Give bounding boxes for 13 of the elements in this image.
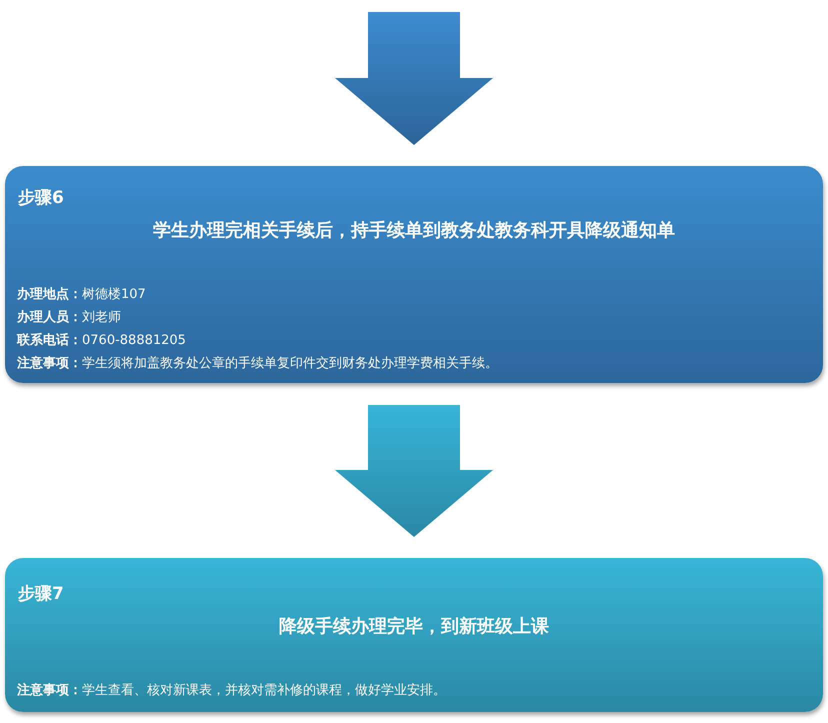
block-arrow (335, 405, 493, 537)
step-label: 步骤6 (18, 187, 64, 209)
detail-text: 办理人员：刘老师 (17, 309, 121, 326)
step-title: 学生办理完相关手续后，持手续单到教务处教务科开具降级通知单 (152, 219, 676, 242)
step-box (5, 166, 823, 383)
block-arrow (335, 12, 493, 145)
step-label: 步骤7 (18, 583, 64, 605)
detail-text: 注意事项：学生查看、核对新课表，并核对需补修的课程，做好学业安排。 (17, 682, 446, 699)
detail-text: 办理地点：树德楼107 (17, 286, 146, 303)
step-box (5, 558, 823, 712)
step-title: 降级手续办理完毕，到新班级上课 (278, 615, 550, 638)
detail-text: 联系电话：0760-88881205 (17, 332, 186, 349)
detail-text: 注意事项：学生须将加盖教务处公章的手续单复印件交到财务处办理学费相关手续。 (17, 354, 498, 372)
